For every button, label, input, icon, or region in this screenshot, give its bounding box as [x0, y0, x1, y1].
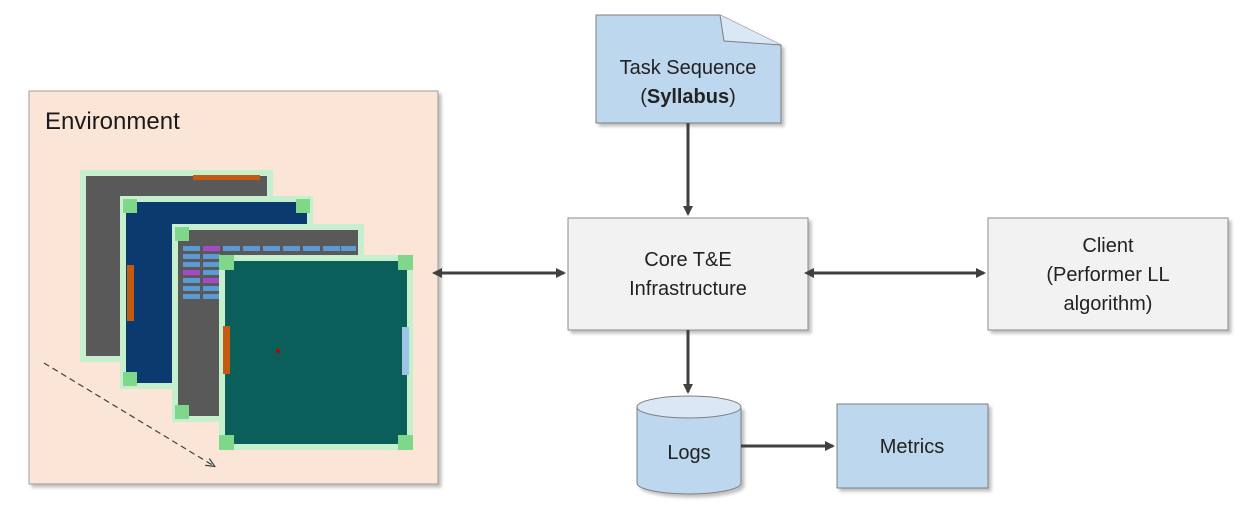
paddle-2 [127, 265, 134, 321]
client-box: Client (Performer LL algorithm) [987, 217, 1229, 331]
core-line2: Infrastructure [629, 278, 747, 300]
game-screen-4 [219, 255, 413, 450]
environment-panel: Environment [28, 90, 439, 485]
client-line2: (Performer LL [1046, 264, 1169, 286]
client-line1: Client [1082, 235, 1134, 257]
ball [276, 349, 280, 353]
core-line1: Core T&E [644, 249, 731, 271]
environment-title: Environment [45, 108, 180, 135]
core-infrastructure-box: Core T&E Infrastructure [567, 217, 809, 331]
syllabus-label: Syllabus [647, 86, 729, 108]
metrics-box: Metrics [836, 403, 989, 489]
task-sequence-document: Task Sequence (Syllabus) [595, 14, 782, 124]
client-line3: algorithm) [1064, 293, 1153, 315]
brick-rows [183, 246, 356, 299]
paren-open: ( [640, 86, 647, 108]
paddle-right [402, 327, 409, 375]
task-sequence-line2: (Syllabus) [640, 86, 736, 108]
sequence-arrow [43, 362, 214, 466]
logs-label: Logs [667, 442, 710, 464]
paddle-left [223, 326, 230, 374]
task-sequence-line1: Task Sequence [620, 57, 757, 79]
paddle-1 [193, 175, 260, 180]
metrics-label: Metrics [880, 436, 944, 458]
logs-cylinder: Logs [636, 395, 742, 495]
paren-close: ) [729, 86, 736, 108]
